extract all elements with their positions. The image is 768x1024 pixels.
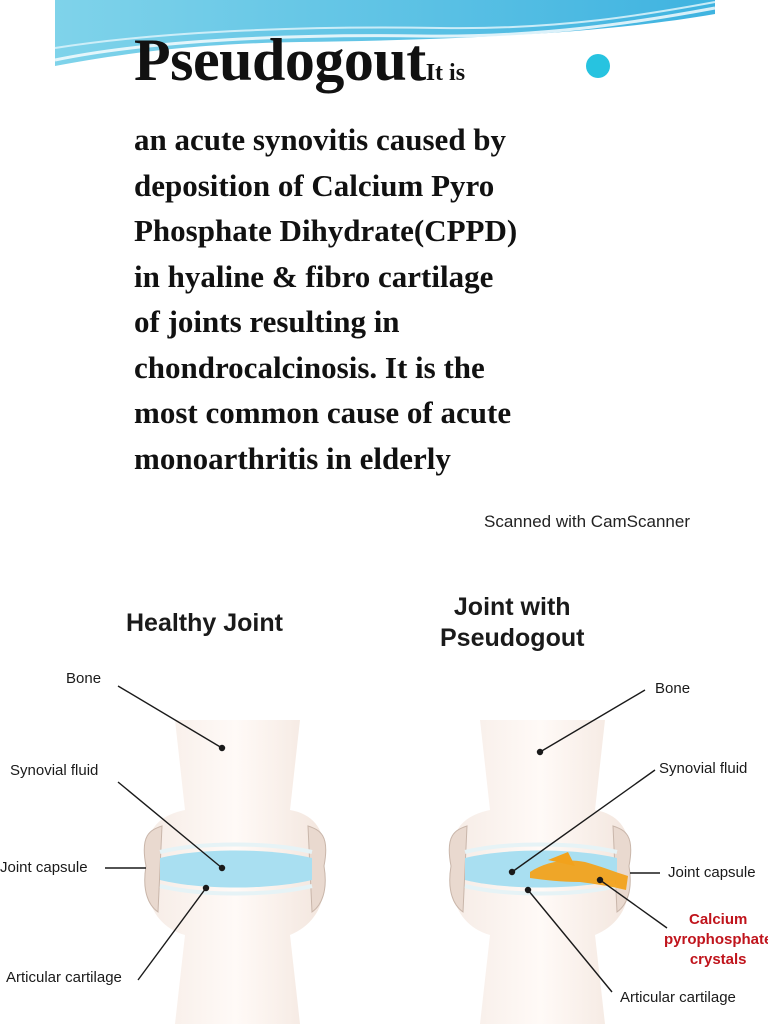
accent-dot	[586, 54, 610, 78]
label-calcium-pyrophosphate-crystals: Calcium pyrophosphate crystals	[664, 910, 768, 970]
body-line: monoarthritis in elderly	[134, 440, 451, 476]
title-main: Pseudogout	[134, 27, 426, 93]
label-bone-healthy: Bone	[66, 670, 102, 687]
title-suffix: It is	[425, 60, 466, 86]
healthy-joint-heading: Healthy Joint	[126, 609, 283, 637]
label-articular-cartilage-healthy: Articular cartilage	[6, 969, 122, 986]
healthy-joint-illustration	[143, 720, 327, 1024]
body-line: an acute synovitis caused by	[134, 122, 507, 157]
crystals-label-line: crystals	[689, 951, 747, 968]
label-bone-pseudogout: Bone	[655, 680, 691, 697]
heading-line: Joint with	[453, 593, 571, 621]
body-line: in hyaline & fibro cartilage	[134, 258, 494, 294]
label-synovial-fluid-healthy: Synovial fluid	[10, 762, 99, 779]
label-joint-capsule-healthy: Joint capsule	[0, 859, 88, 876]
scan-watermark: Scanned with CamScanner	[484, 512, 691, 531]
body-line: Phosphate Dihydrate(CPPD)	[134, 213, 518, 248]
label-joint-capsule-pseudogout: Joint capsule	[668, 864, 756, 881]
definition-paragraph: an acute synovitis caused by deposition …	[134, 117, 634, 481]
label-synovial-fluid-pseudogout: Synovial fluid	[659, 760, 748, 777]
pseudogout-joint-heading: Joint with Pseudogout	[440, 592, 584, 654]
crystals-label-line: Calcium	[688, 911, 748, 928]
body-line: of joints resulting in	[134, 304, 400, 339]
body-line: deposition of Calcium Pyro	[134, 167, 495, 203]
body-line: chondrocalcinosis. It is the	[134, 349, 485, 385]
slide-title: PseudogoutIt is	[134, 26, 465, 95]
heading-line: Pseudogout	[440, 624, 585, 652]
pseudogout-joint-illustration	[448, 720, 632, 1024]
header-wave	[54, 0, 716, 66]
label-articular-cartilage-pseudogout: Articular cartilage	[620, 989, 736, 1006]
joint-diagram	[105, 685, 668, 1024]
body-line: most common cause of acute	[134, 395, 512, 430]
crystals-label-line: pyrophosphate	[664, 931, 768, 948]
